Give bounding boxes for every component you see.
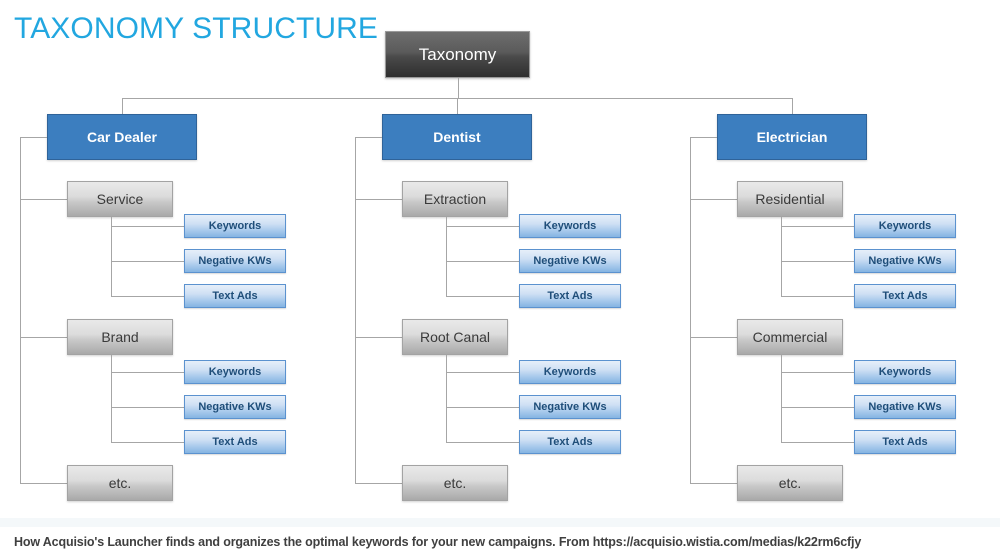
connector-category-to-leaf (781, 261, 854, 262)
connector-category-to-leaf (781, 442, 854, 443)
node-category-etc-[interactable]: etc. (402, 465, 508, 501)
connector-trunk-to-category (20, 337, 67, 338)
connector-category-trunk (111, 217, 112, 296)
node-leaf-negative-kws[interactable]: Negative KWs (184, 395, 286, 419)
connector-branch-trunk (355, 137, 356, 483)
connector-trunk-to-category (355, 337, 402, 338)
connector-category-to-leaf (781, 407, 854, 408)
node-category-commercial[interactable]: Commercial (737, 319, 843, 355)
connector-category-trunk (781, 355, 782, 442)
connector-category-trunk (446, 217, 447, 296)
node-leaf-text-ads[interactable]: Text Ads (184, 284, 286, 308)
node-leaf-text-ads[interactable]: Text Ads (184, 430, 286, 454)
connector-trunk-to-branch (20, 137, 47, 138)
node-leaf-negative-kws[interactable]: Negative KWs (184, 249, 286, 273)
node-leaf-negative-kws[interactable]: Negative KWs (519, 395, 621, 419)
node-leaf-keywords[interactable]: Keywords (519, 360, 621, 384)
connector-category-trunk (781, 217, 782, 296)
connector-category-to-leaf (111, 372, 184, 373)
connector-bus-to-branch (122, 98, 123, 114)
node-leaf-keywords[interactable]: Keywords (519, 214, 621, 238)
connector-category-to-leaf (781, 296, 854, 297)
node-leaf-keywords[interactable]: Keywords (184, 214, 286, 238)
connector-category-trunk (446, 355, 447, 442)
node-leaf-text-ads[interactable]: Text Ads (519, 430, 621, 454)
node-leaf-text-ads[interactable]: Text Ads (854, 284, 956, 308)
node-category-root-canal[interactable]: Root Canal (402, 319, 508, 355)
node-branch-dentist[interactable]: Dentist (382, 114, 532, 160)
connector-trunk-to-branch (690, 137, 717, 138)
connector-bus-to-branch (792, 98, 793, 114)
node-leaf-keywords[interactable]: Keywords (854, 360, 956, 384)
connector-trunk-to-category (20, 199, 67, 200)
connector-trunk-to-category (355, 483, 402, 484)
connector-category-to-leaf (446, 296, 519, 297)
footer-divider (0, 518, 1000, 527)
connector-trunk-to-category (690, 199, 737, 200)
page-title: TAXONOMY STRUCTURE (14, 12, 379, 45)
connector-category-to-leaf (446, 372, 519, 373)
connector-trunk-to-category (690, 337, 737, 338)
connector-category-to-leaf (111, 407, 184, 408)
node-leaf-negative-kws[interactable]: Negative KWs (854, 395, 956, 419)
connector-root-drop (457, 78, 459, 98)
connector-category-to-leaf (446, 226, 519, 227)
connector-category-trunk (111, 355, 112, 442)
connector-trunk-to-branch (355, 137, 382, 138)
connector-trunk-to-category (355, 199, 402, 200)
node-category-service[interactable]: Service (67, 181, 173, 217)
connector-category-to-leaf (446, 442, 519, 443)
caption-text: How Acquisio's Launcher finds and organi… (14, 535, 862, 549)
connector-branch-trunk (20, 137, 21, 483)
node-taxonomy-root[interactable]: Taxonomy (385, 31, 530, 78)
connector-category-to-leaf (111, 442, 184, 443)
node-leaf-keywords[interactable]: Keywords (854, 214, 956, 238)
node-category-residential[interactable]: Residential (737, 181, 843, 217)
connector-category-to-leaf (111, 296, 184, 297)
node-category-extraction[interactable]: Extraction (402, 181, 508, 217)
node-category-brand[interactable]: Brand (67, 319, 173, 355)
connector-category-to-leaf (446, 261, 519, 262)
connector-trunk-to-category (690, 483, 737, 484)
node-leaf-negative-kws[interactable]: Negative KWs (519, 249, 621, 273)
connector-category-to-leaf (111, 261, 184, 262)
node-leaf-text-ads[interactable]: Text Ads (854, 430, 956, 454)
node-category-etc-[interactable]: etc. (67, 465, 173, 501)
connector-category-to-leaf (781, 226, 854, 227)
connector-category-to-leaf (446, 407, 519, 408)
node-leaf-negative-kws[interactable]: Negative KWs (854, 249, 956, 273)
node-branch-car-dealer[interactable]: Car Dealer (47, 114, 197, 160)
connector-branch-trunk (690, 137, 691, 483)
node-branch-electrician[interactable]: Electrician (717, 114, 867, 160)
connector-bus-to-branch (457, 98, 458, 114)
node-leaf-text-ads[interactable]: Text Ads (519, 284, 621, 308)
connector-trunk-to-category (20, 483, 67, 484)
node-leaf-keywords[interactable]: Keywords (184, 360, 286, 384)
node-category-etc-[interactable]: etc. (737, 465, 843, 501)
connector-category-to-leaf (781, 372, 854, 373)
connector-category-to-leaf (111, 226, 184, 227)
